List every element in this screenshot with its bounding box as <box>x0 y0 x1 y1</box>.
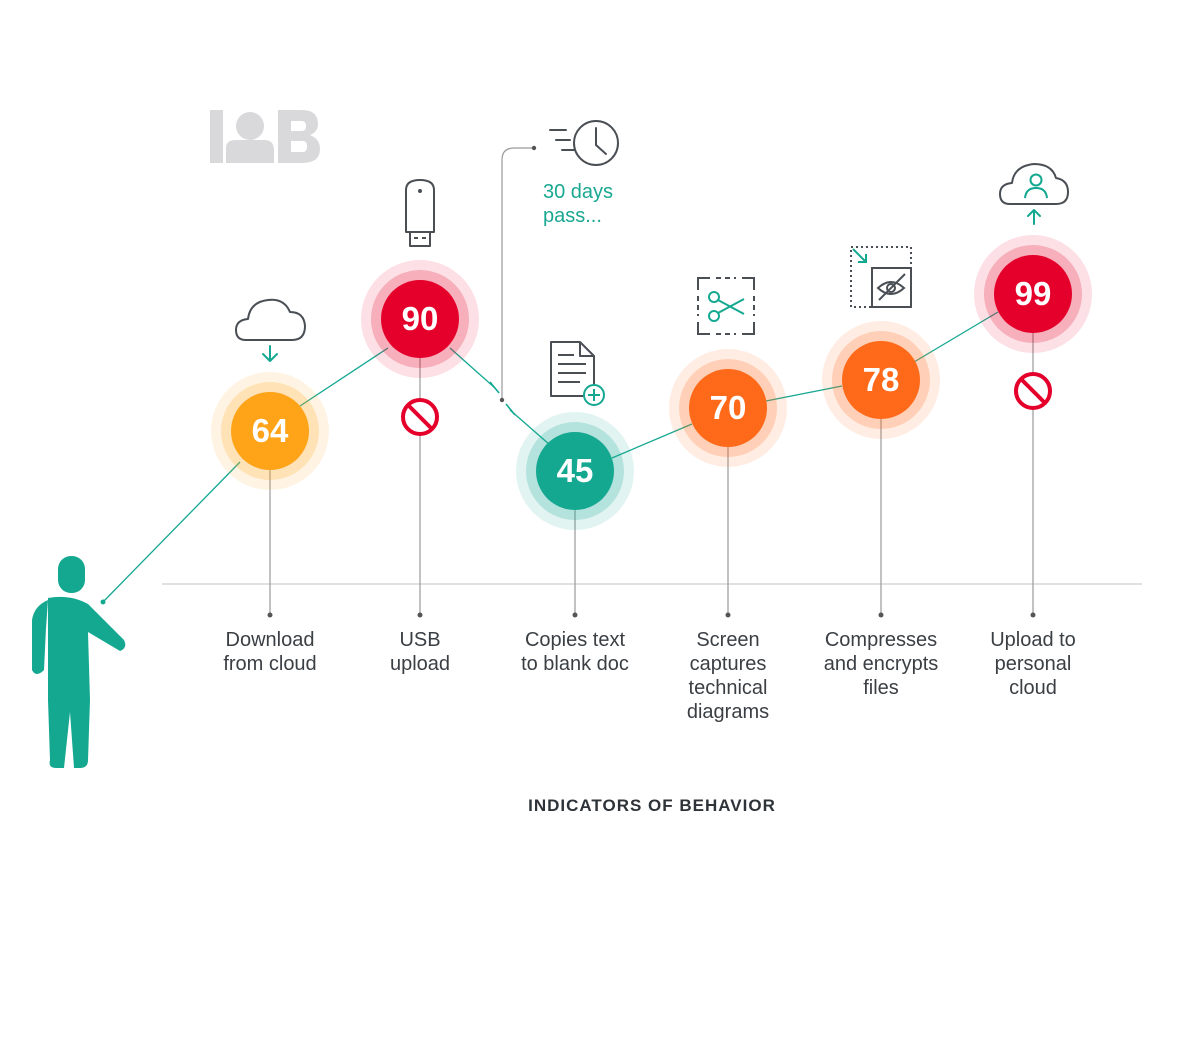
step-label-line: Copies text <box>524 629 626 651</box>
score-value: 45 <box>556 452 594 489</box>
pause-note: 30 days pass... <box>543 180 613 228</box>
step-label-screen: Screen captures technical diagrams <box>638 628 818 724</box>
step-label-line: from cloud <box>223 653 317 675</box>
score-node-78 <box>842 341 920 419</box>
node-stem-dot <box>725 612 731 618</box>
step-label-line: Screen <box>696 629 760 651</box>
step-label-compress: Compresses and encrypts files <box>791 628 971 700</box>
step-label-line: technical <box>688 677 768 699</box>
step-label-line: Download <box>225 629 315 651</box>
clock-icon <box>549 120 619 166</box>
usb-drive-icon <box>405 179 435 247</box>
node-stem-dot <box>1030 612 1036 618</box>
blocked-icon-slash <box>407 404 433 430</box>
score-value: 64 <box>251 412 289 449</box>
step-label-usb: USB upload <box>330 628 510 676</box>
step-label-line: personal <box>994 653 1072 675</box>
cloud-download-icon <box>235 298 306 362</box>
score-value: 99 <box>1014 275 1052 312</box>
score-node-90 <box>381 280 459 358</box>
step-label-line: files <box>863 677 899 699</box>
cloud-user-upload-icon <box>999 163 1069 225</box>
pause-note-line-1: 30 days <box>543 181 614 203</box>
step-label-line: captures <box>689 653 767 675</box>
node-stem-dot <box>417 612 423 618</box>
step-label-line: USB <box>399 629 441 651</box>
pause-bracket <box>499 145 537 403</box>
node-stem-dot <box>267 612 273 618</box>
step-label-line: cloud <box>1009 677 1057 699</box>
score-node-99 <box>994 255 1072 333</box>
step-label-line: Compresses <box>824 629 938 651</box>
person-icon <box>32 556 126 768</box>
step-label-line: to blank doc <box>521 653 629 675</box>
document-add-icon <box>550 341 605 406</box>
risk-trail <box>102 311 999 603</box>
step-label-line: upload <box>389 653 451 675</box>
step-label-copies: Copies text to blank doc <box>485 628 665 676</box>
screen-capture-scissors-icon <box>697 277 755 335</box>
step-label-download: Download from cloud <box>180 628 360 676</box>
blocked-icon-slash <box>1020 378 1046 404</box>
iob-logo <box>210 110 320 163</box>
score-value: 90 <box>401 300 439 337</box>
score-value: 70 <box>709 389 747 426</box>
step-label-upload: Upload to personal cloud <box>943 628 1123 700</box>
node-stem-dot <box>572 612 578 618</box>
score-node-45 <box>536 432 614 510</box>
score-node-70 <box>689 369 767 447</box>
hidden-compress-icon <box>850 246 912 308</box>
step-label-line: and encrypts <box>823 653 939 675</box>
step-label-line: diagrams <box>686 701 770 723</box>
step-label-line: Upload to <box>990 629 1076 651</box>
node-stem-dot <box>878 612 884 618</box>
diagram-title: INDICATORS OF BEHAVIOR <box>528 796 776 815</box>
score-value: 78 <box>862 361 900 398</box>
score-node-64 <box>231 392 309 470</box>
pause-note-line-2: pass... <box>543 205 602 227</box>
